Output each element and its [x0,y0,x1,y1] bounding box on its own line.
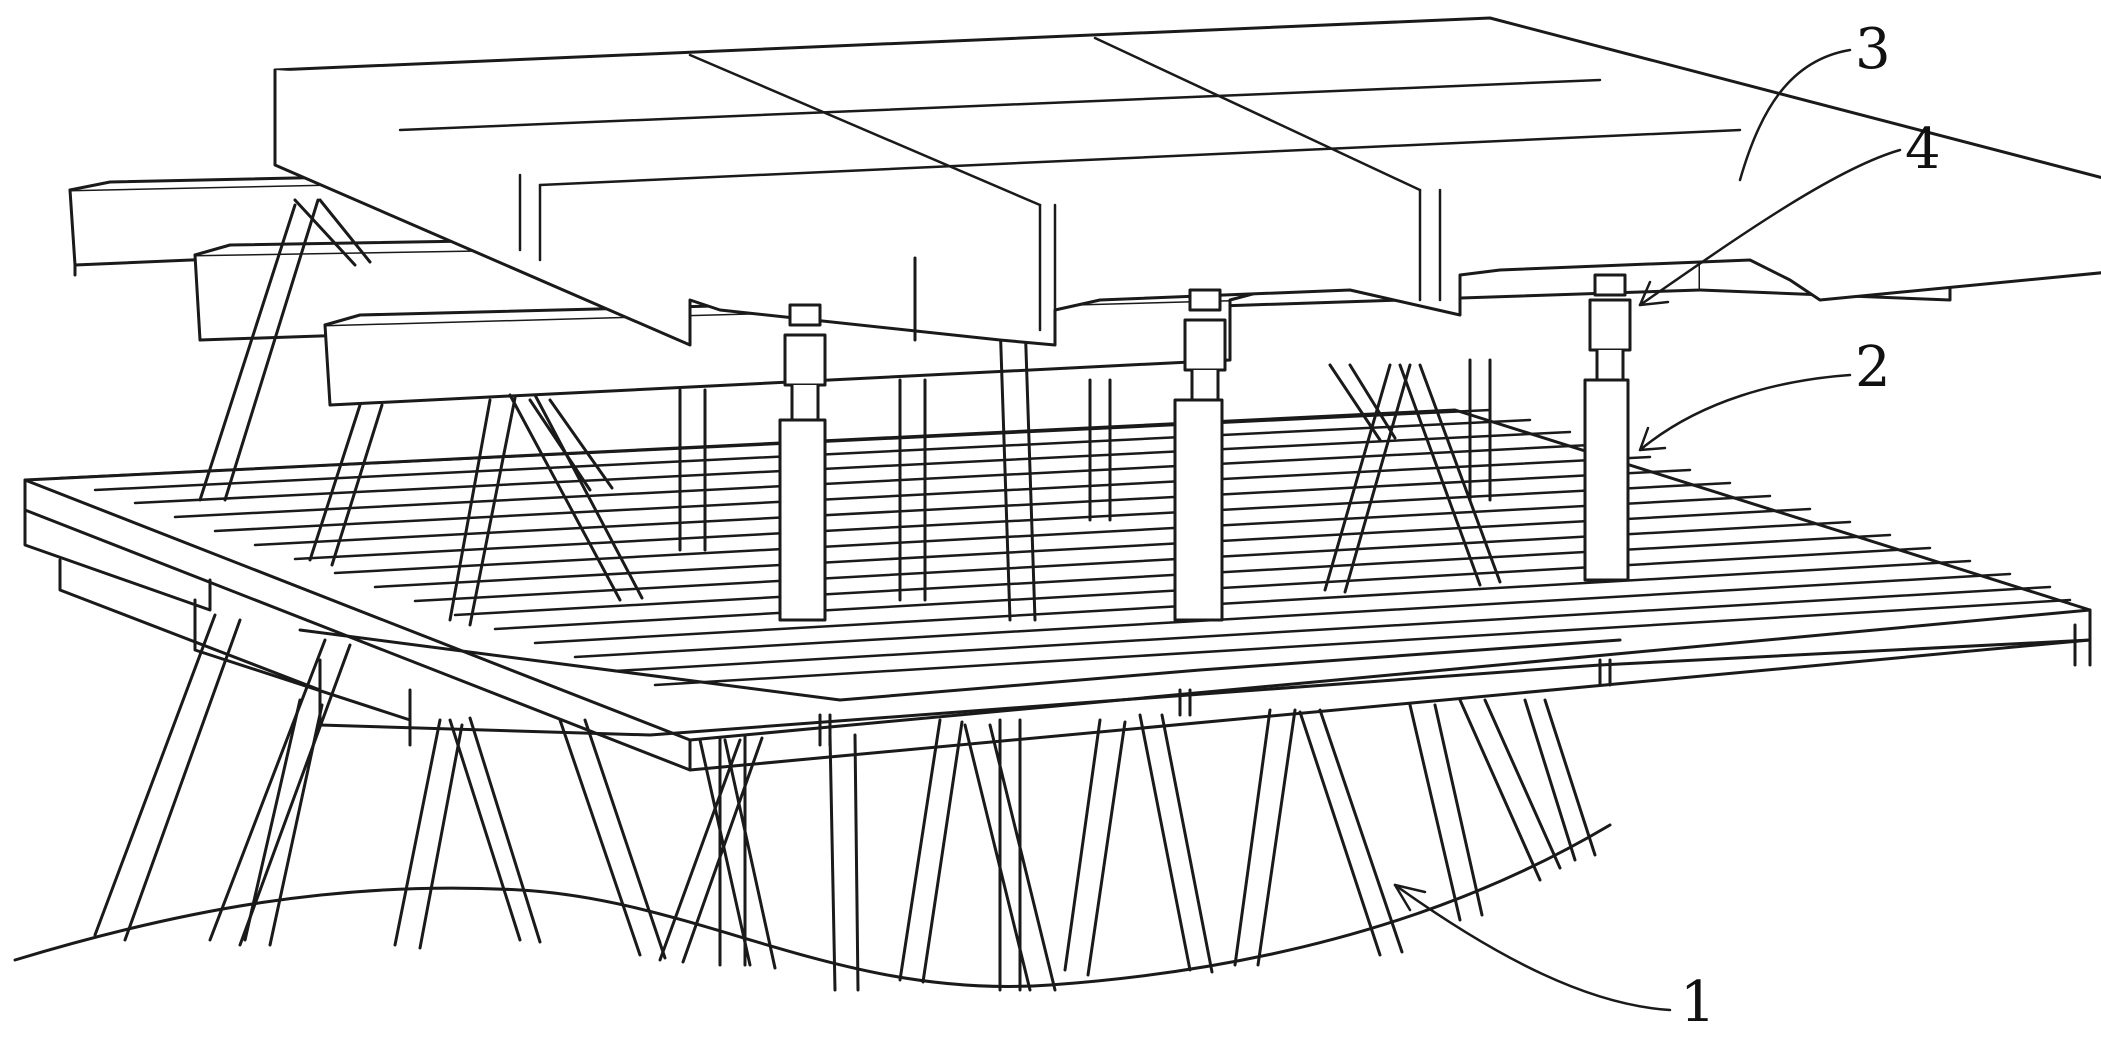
corrugated-deck [25,410,2090,770]
callout-label-3: 3 [1855,22,1891,78]
callout-label-2: 2 [1855,340,1891,396]
callout-label-4: 4 [1905,122,1941,178]
callout-label-1: 1 [1680,975,1716,1031]
